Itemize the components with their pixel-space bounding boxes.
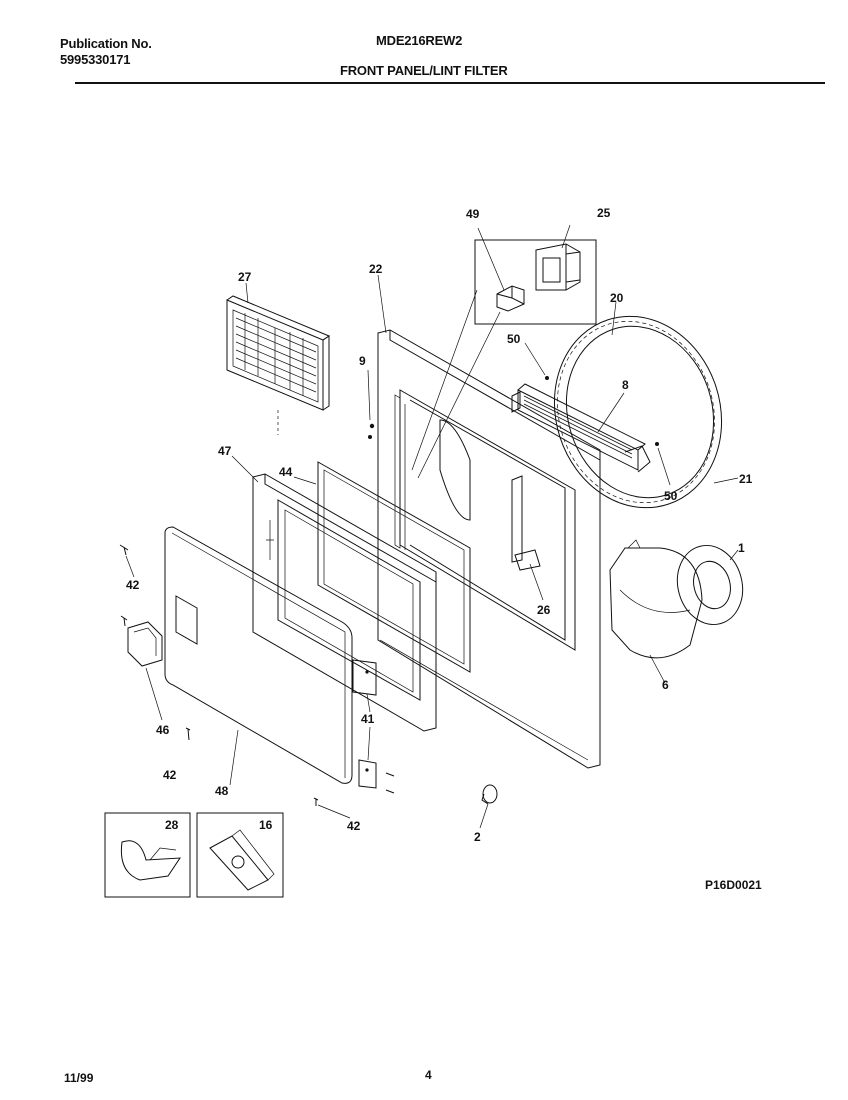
section-title: FRONT PANEL/LINT FILTER bbox=[340, 63, 508, 78]
callout-42-bottom: 42 bbox=[347, 819, 361, 833]
door-gasket-part bbox=[317, 461, 471, 673]
lint-housing-part bbox=[511, 383, 651, 473]
callout-41: 41 bbox=[361, 712, 375, 726]
door-switch-part bbox=[535, 243, 581, 291]
callout-22: 22 bbox=[369, 262, 383, 276]
callout-47: 47 bbox=[218, 444, 232, 458]
callout-8: 8 bbox=[622, 378, 629, 392]
bracket-part-16 bbox=[209, 829, 275, 891]
publication-number: 5995330171 bbox=[60, 52, 131, 67]
drum-seal-ring-part bbox=[553, 315, 723, 509]
exhaust-duct-part bbox=[609, 539, 703, 659]
clip-part-28 bbox=[120, 840, 181, 881]
door-switch-actuator-part bbox=[496, 285, 525, 312]
front-panel-part bbox=[377, 329, 601, 769]
callout-26: 26 bbox=[537, 603, 551, 617]
hinge-part bbox=[352, 659, 377, 789]
callout-9: 9 bbox=[359, 354, 366, 368]
bracket-part bbox=[511, 475, 541, 571]
callout-2: 2 bbox=[474, 830, 481, 844]
callout-48: 48 bbox=[215, 784, 229, 798]
drawing-code: P16D0021 bbox=[705, 878, 762, 892]
header-rule bbox=[75, 82, 825, 84]
callout-20: 20 bbox=[610, 291, 624, 305]
callout-28: 28 bbox=[165, 818, 179, 832]
callout-44: 44 bbox=[279, 465, 293, 479]
inset-box-28 bbox=[104, 812, 191, 898]
callout-49: 49 bbox=[466, 207, 480, 221]
model-number: MDE216REW2 bbox=[376, 33, 463, 48]
callout-50-right: 50 bbox=[664, 489, 678, 503]
callout-27: 27 bbox=[238, 270, 252, 284]
callout-16: 16 bbox=[259, 818, 273, 832]
footer-date: 11/99 bbox=[64, 1071, 94, 1085]
page-number: 4 bbox=[425, 1068, 432, 1082]
glide-foot-part bbox=[481, 784, 498, 805]
inner-door-panel-part bbox=[252, 473, 437, 732]
screw-parts bbox=[119, 544, 395, 806]
callout-21: 21 bbox=[739, 472, 753, 486]
callout-25: 25 bbox=[597, 206, 611, 220]
duct-seal-part bbox=[676, 544, 744, 626]
lint-filter-part bbox=[226, 295, 331, 411]
callout-6: 6 bbox=[662, 678, 669, 692]
callout-42-left: 42 bbox=[126, 578, 140, 592]
publication-label: Publication No. bbox=[60, 36, 152, 51]
callout-1: 1 bbox=[738, 541, 745, 555]
inset-box-49-25 bbox=[474, 239, 597, 325]
callout-46: 46 bbox=[156, 723, 170, 737]
callout-50-top: 50 bbox=[507, 332, 521, 346]
outer-door-part bbox=[164, 526, 353, 784]
callout-42-bottom-left: 42 bbox=[163, 768, 177, 782]
door-latch-part bbox=[127, 621, 163, 667]
inset-box-16 bbox=[196, 812, 284, 898]
